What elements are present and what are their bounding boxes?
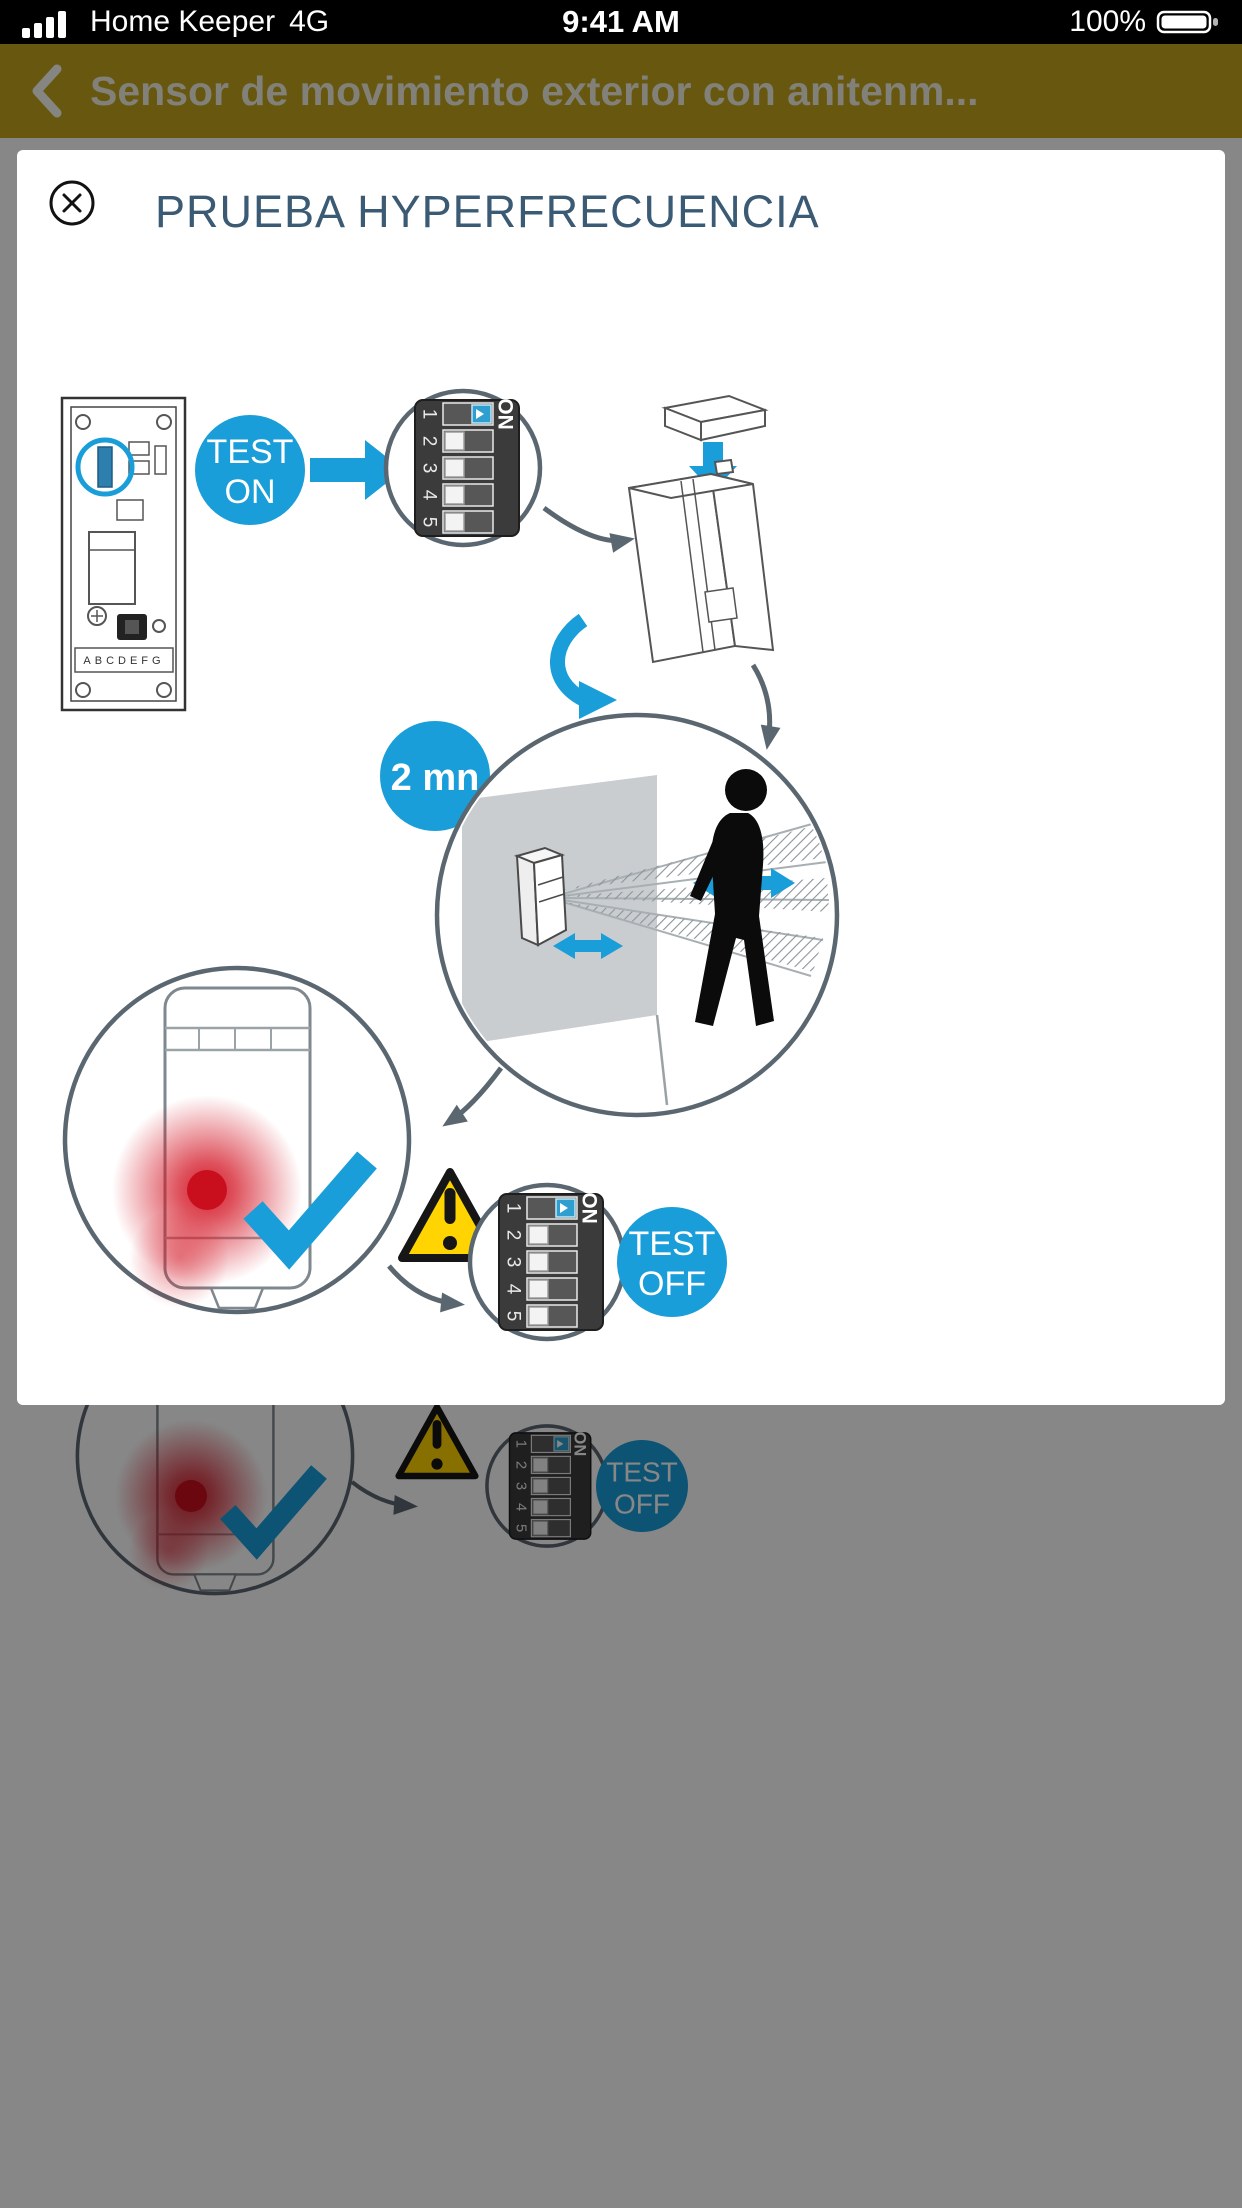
housing-body [627, 458, 775, 664]
arrow-to-dip2 [387, 1264, 465, 1313]
instruction-diagram: ABCDEFG TEST ON [17, 150, 840, 1405]
arrow-to-scene [750, 663, 781, 750]
pcb-module: ABCDEFG [60, 396, 187, 712]
network-label: 4G [289, 5, 330, 38]
modal-title: PRUEBA HYPERFRECUENCIA [155, 186, 820, 237]
person-silhouette [690, 769, 774, 1026]
battery-icon [1156, 10, 1218, 34]
arrow-to-led [442, 1066, 504, 1127]
background-test-off-badge: TEST OFF [596, 1440, 688, 1532]
rotate-arrow [550, 613, 617, 719]
battery-percent: 100% [1069, 5, 1146, 38]
pcb-terminal-label: ABCDEFG [83, 655, 164, 667]
timer-label: 2 mn [391, 757, 480, 799]
status-bar: Home Keeper 4G 9:41 AM 100% [0, 0, 1242, 44]
test-on-badge: TEST ON [195, 415, 305, 525]
nav-bar: Sensor de movimiento exterior con aniten… [0, 44, 1242, 138]
modal: PRUEBA HYPERFRECUENCIA [17, 150, 1225, 1405]
close-button[interactable] [47, 178, 97, 228]
signal-icon [22, 11, 66, 38]
test-on-line2: ON [225, 473, 276, 511]
background-page-diagram: TEST OFF [0, 1298, 688, 2208]
dip-location-highlight [75, 437, 135, 497]
blue-right-arrow [310, 440, 403, 500]
movement-arrow-small [553, 933, 623, 959]
close-icon [49, 180, 95, 226]
housing-cap [661, 394, 769, 442]
background-arrow [350, 1480, 418, 1515]
detection-scene-circle [434, 712, 840, 1118]
timer-badge: 2 mn [380, 721, 490, 831]
test-off-badge: TEST OFF [617, 1207, 727, 1317]
carrier-label: Home Keeper [90, 5, 276, 38]
back-chevron-icon[interactable] [30, 64, 62, 118]
wall-sensor [513, 846, 568, 947]
blue-down-arrow [689, 442, 737, 492]
test-on-line1: TEST [207, 433, 294, 471]
nav-title: Sensor de movimiento exterior con aniten… [90, 67, 979, 114]
background-test-off-line2: OFF [614, 1489, 670, 1520]
test-off-line2: OFF [638, 1265, 706, 1303]
background-test-off-line1: TEST [606, 1457, 678, 1488]
test-off-line1: TEST [629, 1225, 716, 1263]
arrow-to-housing [542, 505, 635, 553]
